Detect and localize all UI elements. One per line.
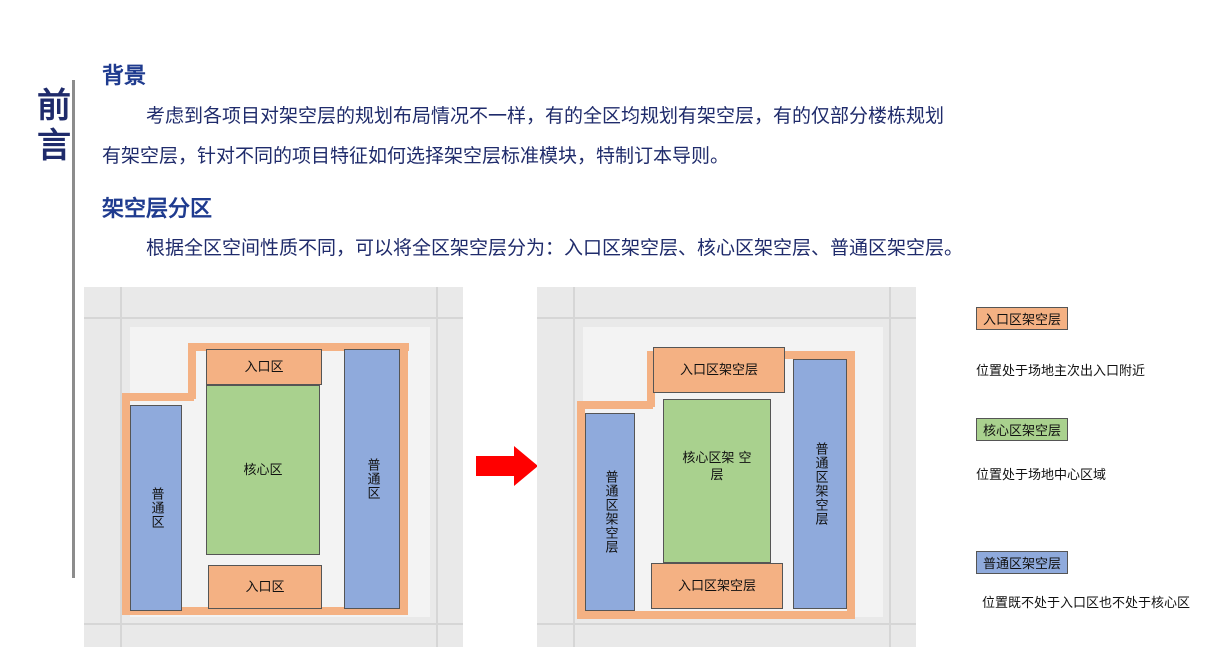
boundary-line xyxy=(122,607,408,615)
left-normal-zone-right: 普通区 xyxy=(344,349,400,609)
road xyxy=(84,623,463,625)
road xyxy=(889,287,891,647)
right-core-zone: 核心区架 空层 xyxy=(663,399,771,563)
road xyxy=(573,287,575,647)
left-entrance-zone-top: 入口区 xyxy=(206,349,322,385)
section-heading-zoning: 架空层分区 xyxy=(102,197,213,222)
left-site-plan: 入口区 核心区 普通区 普通区 入口区 xyxy=(84,287,463,647)
right-entrance-zone-bottom: 入口区架空层 xyxy=(651,563,783,609)
boundary-line xyxy=(577,611,855,619)
boundary-line xyxy=(647,351,655,407)
legend-core-desc: 位置处于场地中心区域 xyxy=(976,468,1107,483)
legend-normal-label: 普通区架空层 xyxy=(976,551,1069,574)
road xyxy=(120,287,122,647)
legend-core-label: 核心区架空层 xyxy=(976,418,1069,441)
road xyxy=(436,287,438,647)
background-paragraph-line-1: 考虑到各项目对架空层的规划布局情况不一样，有的全区均规划有架空层，有的仅部分楼栋… xyxy=(146,105,945,127)
right-normal-zone-left: 普通区架空层 xyxy=(585,413,635,611)
boundary-line xyxy=(577,401,653,409)
boundary-line xyxy=(338,343,408,351)
right-normal-zone-right: 普通区架空层 xyxy=(793,359,847,609)
left-core-zone: 核心区 xyxy=(206,385,320,555)
boundary-line xyxy=(188,343,408,351)
right-site-plan: 入口区架空层 核心区架 空层 普通区架空层 普通区架空层 入口区架空层 xyxy=(537,287,916,647)
legend-entrance-label: 入口区架空层 xyxy=(976,307,1069,330)
legend-entrance-desc: 位置处于场地主次出入口附近 xyxy=(976,364,1146,379)
side-divider xyxy=(72,80,75,578)
legend-normal-desc: 位置既不处于入口区也不处于核心区 xyxy=(982,596,1191,611)
road xyxy=(537,317,916,319)
side-title: 前言 xyxy=(37,86,71,166)
background-paragraph-line-2: 有架空层，针对不同的项目特征如何选择架空层标准模块，特制订本导则。 xyxy=(102,145,730,167)
left-entrance-zone-bottom: 入口区 xyxy=(208,565,322,609)
section-heading-background: 背景 xyxy=(102,64,147,89)
left-normal-zone-left: 普通区 xyxy=(130,405,182,611)
right-arrow-icon xyxy=(476,446,538,486)
road xyxy=(84,317,463,319)
boundary-line xyxy=(188,343,196,399)
boundary-line xyxy=(847,351,855,619)
boundary-line xyxy=(122,393,194,401)
boundary-line xyxy=(122,393,130,615)
right-entrance-zone-top: 入口区架空层 xyxy=(653,347,785,393)
road xyxy=(537,623,916,625)
boundary-line xyxy=(400,343,408,351)
zoning-paragraph: 根据全区空间性质不同，可以将全区架空层分为：入口区架空层、核心区架空层、普通区架… xyxy=(146,237,964,259)
boundary-line xyxy=(400,343,408,615)
boundary-line xyxy=(577,401,585,619)
